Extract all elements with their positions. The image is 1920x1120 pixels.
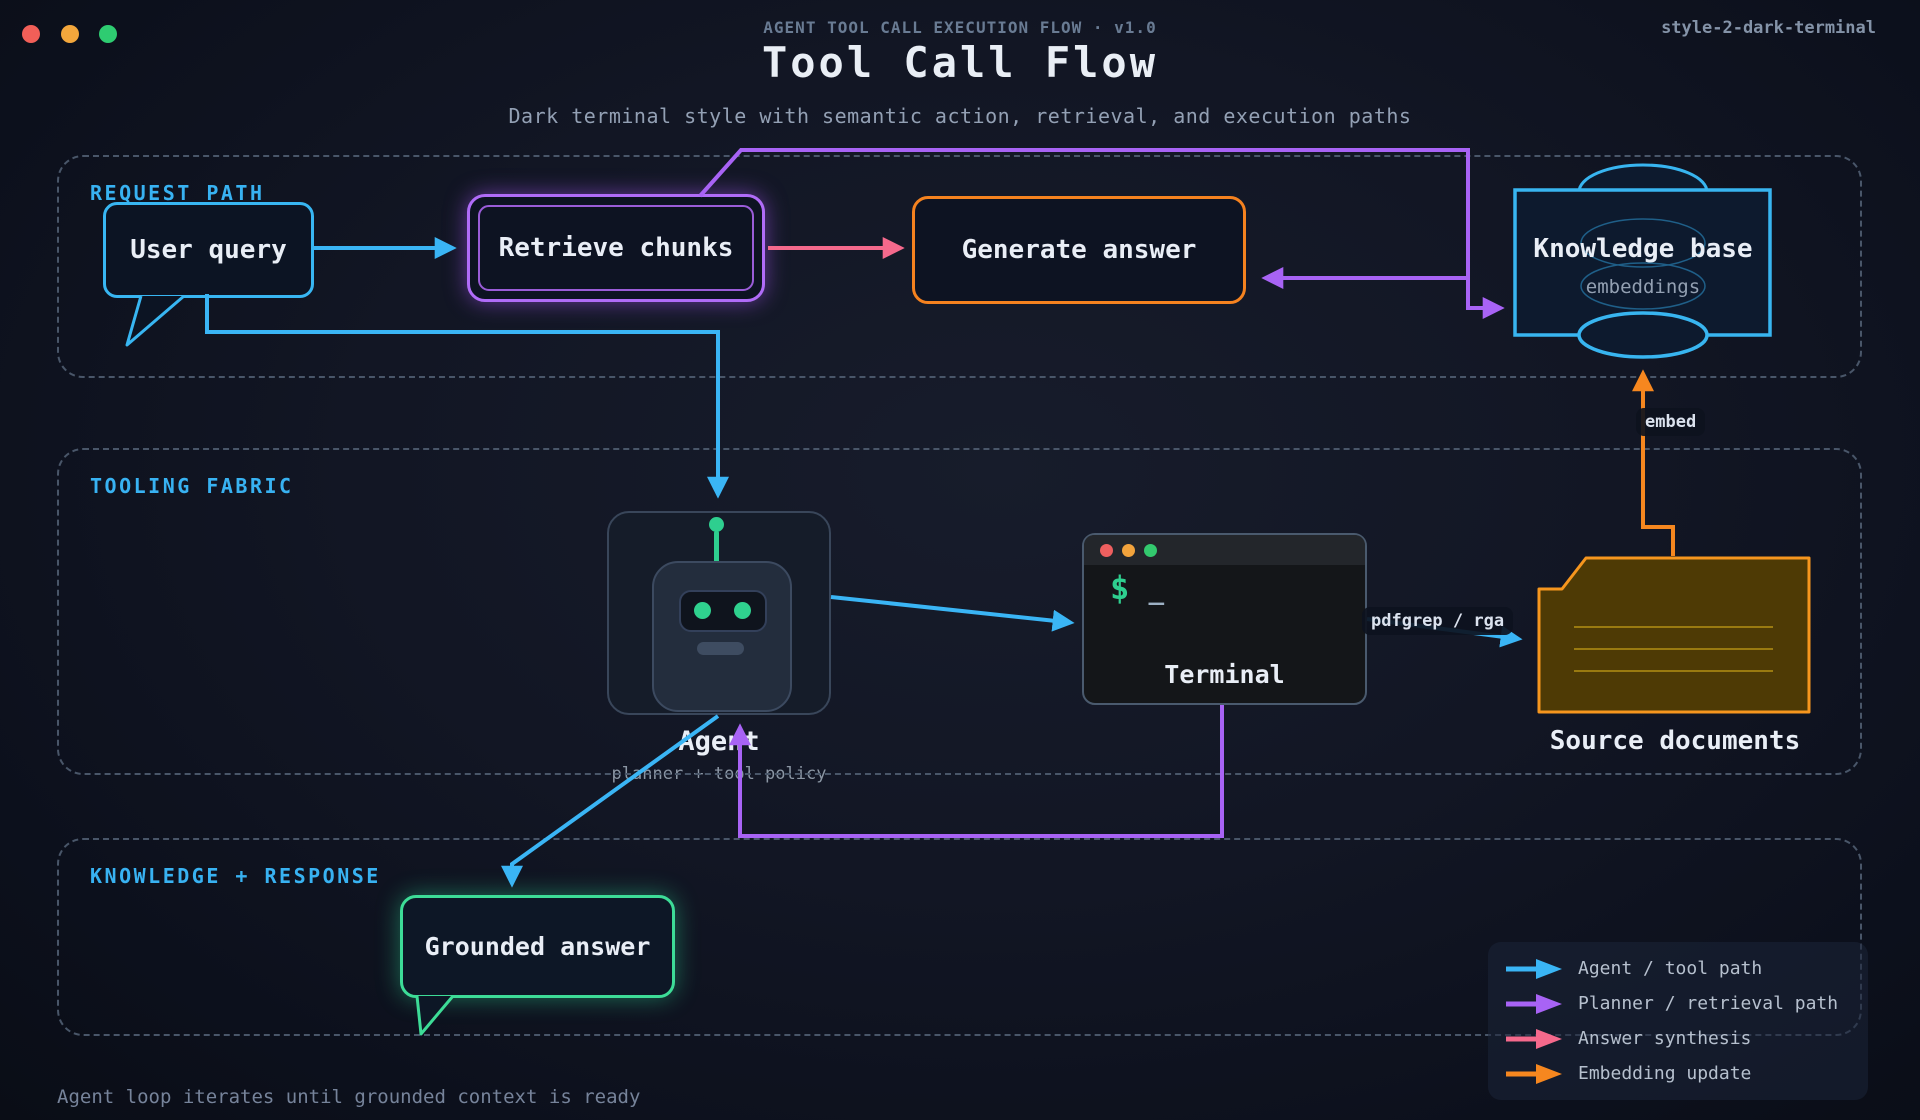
minimize-window-icon[interactable] (60, 25, 79, 43)
legend-arrow-icon (1506, 993, 1562, 1014)
robot-eye-right (734, 602, 751, 619)
robot-head-icon (652, 561, 792, 712)
folder-icon (1537, 556, 1811, 714)
knowledge-base-sublabel: embeddings (1585, 276, 1701, 298)
robot-eyes-panel (679, 590, 767, 632)
node-terminal: $ _ Terminal (1082, 533, 1367, 705)
page-subtitle: Dark terminal style with semantic action… (508, 104, 1412, 128)
legend-item-label: Embedding update (1578, 1063, 1752, 1084)
robot-eye-left (694, 602, 711, 619)
terminal-titlebar (1084, 535, 1365, 565)
window-controls (22, 25, 128, 47)
user-query-label: User query (130, 235, 287, 265)
node-grounded-answer: Grounded answer (400, 895, 675, 998)
legend-arrow-icon (1506, 958, 1562, 979)
retrieve-chunks-inner-frame (478, 205, 754, 291)
database-icon (1513, 163, 1772, 359)
node-agent (607, 511, 831, 715)
eyebrow-title: AGENT TOOL CALL EXECUTION FLOW · v1.0 (763, 18, 1157, 37)
section-label-request-path: REQUEST PATH (90, 181, 265, 205)
prompt-cursor: _ (1148, 576, 1165, 606)
terminal-zoom-icon (1144, 543, 1157, 557)
legend-item-1: Planner / retrieval path (1504, 993, 1852, 1015)
legend-item-label: Agent / tool path (1578, 958, 1763, 979)
robot-antenna-stem (714, 531, 719, 563)
node-retrieve-chunks: Retrieve chunks (467, 194, 765, 302)
source-documents-label: Source documents (1549, 726, 1801, 756)
edge-label-embed: embed (1636, 408, 1706, 436)
terminal-minimize-icon (1122, 543, 1135, 557)
style-tag: style-2-dark-terminal (1661, 18, 1876, 38)
prompt-symbol: $ (1110, 569, 1130, 607)
section-label-tooling-fabric: TOOLING FABRIC (90, 474, 294, 498)
legend-arrow-icon (1506, 1063, 1562, 1084)
legend-arrow-icon (1506, 1028, 1562, 1049)
generate-answer-label: Generate answer (961, 235, 1197, 265)
legend-item-2: Answer synthesis (1504, 1028, 1852, 1050)
maximize-window-icon[interactable] (99, 25, 118, 43)
node-user-query: User query (103, 202, 314, 298)
section-knowledge-response: KNOWLEDGE + RESPONSE (57, 838, 1862, 1036)
grounded-answer-label: Grounded answer (424, 932, 651, 961)
knowledge-base-label: Knowledge base (1533, 234, 1753, 264)
legend-item-label: Answer synthesis (1578, 1028, 1752, 1049)
node-knowledge-base: Knowledge base embeddings (1513, 140, 1773, 370)
section-label-knowledge-response: KNOWLEDGE + RESPONSE (90, 864, 381, 888)
retrieve-chunks-label: Retrieve chunks (498, 233, 734, 263)
footer-note: Agent loop iterates until grounded conte… (57, 1086, 641, 1108)
terminal-close-icon (1100, 543, 1113, 557)
node-generate-answer: Generate answer (912, 196, 1246, 304)
robot-mouth (697, 642, 744, 655)
terminal-prompt: $ _ (1110, 569, 1164, 607)
legend-item-0: Agent / tool path (1504, 958, 1852, 980)
legend-item-3: Embedding update (1504, 1063, 1852, 1085)
edge-label-grep: pdfgrep / rga (1362, 607, 1514, 635)
robot-antenna-icon (709, 517, 724, 532)
close-window-icon[interactable] (22, 25, 40, 43)
node-source-documents (1525, 545, 1825, 725)
legend-item-label: Planner / retrieval path (1578, 993, 1839, 1014)
terminal-label: Terminal (1164, 660, 1285, 689)
page-title: Tool Call Flow (761, 38, 1158, 87)
